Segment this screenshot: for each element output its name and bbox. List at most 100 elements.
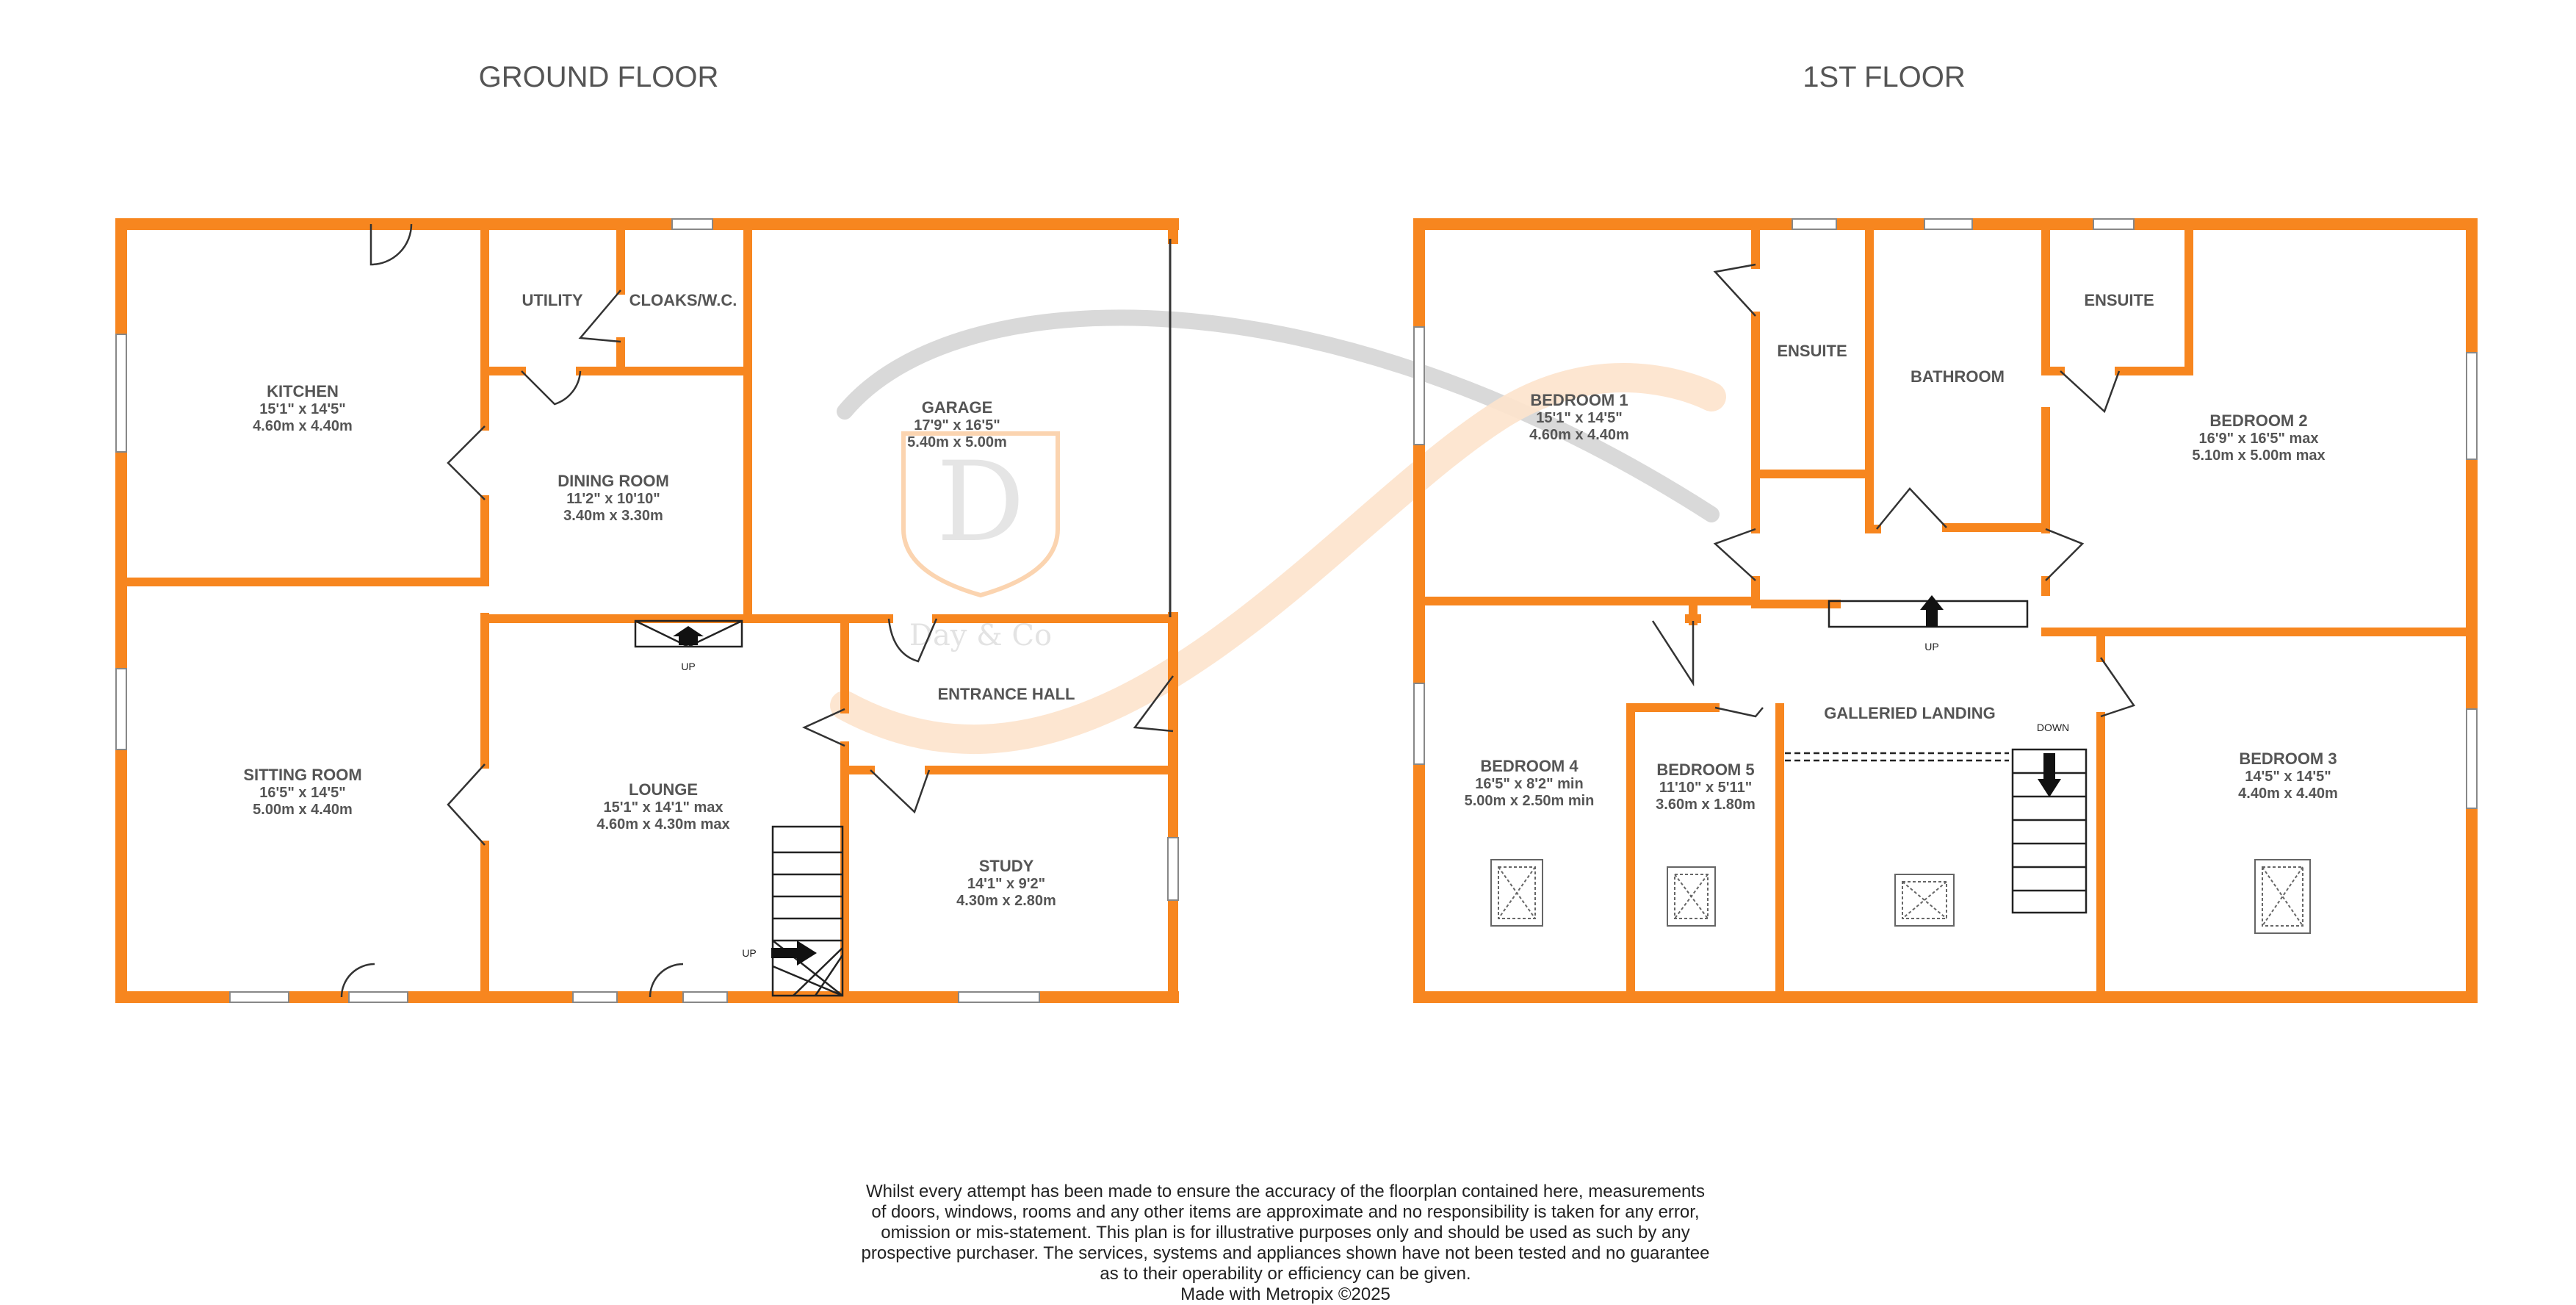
window [682, 991, 728, 1003]
stair-up-arrow-icon [673, 626, 704, 645]
first-floor-doors [1651, 263, 2135, 718]
room-name: BEDROOM 4 [1480, 757, 1579, 775]
room-name: ENTRANCE HALL [938, 685, 1075, 703]
window [1924, 218, 1973, 230]
room-size-metric: 5.10m x 5.00m max [2192, 447, 2325, 464]
disclaimer-line: Whilst every attempt has been made to en… [866, 1182, 1705, 1201]
window [1167, 837, 1179, 901]
room-size-imperial: 17'9" x 16'5" [914, 417, 1000, 434]
roof-light-icons [1490, 859, 2311, 934]
disclaimer: Whilst every attempt has been made to en… [845, 1182, 1726, 1305]
window [958, 991, 1040, 1003]
room-size-metric: 4.60m x 4.40m [1529, 427, 1629, 443]
disclaimer-line: prospective purchaser. The services, sys… [861, 1243, 1710, 1263]
room-name: UTILITY [522, 291, 582, 309]
window [229, 991, 289, 1003]
stair-label: UP [681, 661, 695, 672]
room-size-imperial: 15'1" x 14'5" [1536, 410, 1622, 426]
door-swing [521, 370, 582, 406]
door-swing [340, 963, 375, 998]
window [115, 668, 127, 750]
room-name: KITCHEN [267, 382, 339, 400]
door-swing [2060, 370, 2121, 414]
door-swing [369, 223, 413, 266]
room-name: SITTING ROOM [243, 766, 361, 784]
door-swing [447, 763, 486, 846]
room-size-metric: 4.30m x 2.80m [956, 893, 1056, 909]
window [1792, 218, 1837, 230]
ground-floor-title: GROUND FLOOR [479, 61, 719, 93]
skylight-icon [1490, 859, 1543, 927]
first-floor-labels: BEDROOM 1 15'1" x 14'5" 4.60m x 4.40m EN… [1465, 291, 2338, 813]
first-floor-windows [1413, 218, 2478, 809]
disclaimer-line: of doors, windows, rooms and any other i… [871, 1202, 1700, 1222]
door-swing [649, 963, 684, 998]
room-size-metric: 3.40m x 3.30m [563, 508, 663, 524]
ground-floor-doors [340, 223, 1175, 998]
window [2093, 218, 2135, 230]
window [572, 991, 618, 1003]
door-swing [870, 769, 931, 814]
watermark-grey-swoosh [837, 309, 1720, 522]
skylight-icon [1894, 874, 1955, 927]
disclaimer-line: as to their operability or efficiency ca… [1100, 1264, 1471, 1284]
room-size-metric: 4.60m x 4.40m [253, 418, 353, 434]
room-size-imperial: 15'1" x 14'5" [259, 401, 345, 417]
door-swing [1714, 706, 1764, 718]
stair-up-arrow-icon [771, 941, 817, 966]
door-swing [447, 425, 486, 500]
room-size-metric: 4.40m x 4.40m [2238, 785, 2338, 802]
room-size-imperial: 16'5" x 14'5" [259, 785, 345, 801]
watermark: D Day & Co [830, 309, 1726, 755]
door-swing [1713, 528, 1756, 581]
room-name: BEDROOM 3 [2239, 749, 2337, 768]
room-size-imperial: 11'10" x 5'11" [1659, 780, 1752, 796]
window [1413, 326, 1425, 445]
skylight-icon [1667, 866, 1716, 927]
room-size-imperial: 15'1" x 14'1" max [603, 799, 723, 816]
room-size-imperial: 14'1" x 9'2" [967, 876, 1045, 892]
stair-label: UP [742, 947, 756, 959]
room-name: STUDY [979, 857, 1034, 875]
room-name: ENSUITE [2084, 291, 2154, 309]
watermark-logo-letter: D [937, 439, 1025, 567]
skylight-icon [2254, 859, 2311, 934]
door-swing [1133, 675, 1175, 733]
window [671, 218, 713, 230]
disclaimer-line: omission or mis-statement. This plan is … [881, 1223, 1690, 1243]
watermark-brand-text: Day & Co [909, 619, 1052, 652]
room-size-metric: 4.60m x 4.30m max [596, 816, 729, 833]
room-name: GARAGE [922, 398, 993, 417]
first-floor-title: 1ST FLOOR [1803, 61, 1966, 93]
window [2466, 352, 2478, 460]
stair-label: DOWN [2037, 722, 2069, 733]
stair-up-arrow-icon [1920, 595, 1944, 627]
room-name: ENSUITE [1777, 342, 1847, 360]
ground-floor-walls [115, 218, 1179, 1003]
watermark-shield-icon [901, 431, 1060, 598]
window [115, 334, 127, 453]
room-name: BEDROOM 2 [2209, 411, 2307, 430]
door-swing [1651, 620, 1695, 687]
window [348, 991, 408, 1003]
door-swing [2045, 528, 2085, 581]
window [2466, 708, 2478, 809]
room-size-imperial: 14'5" x 14'5" [2245, 769, 2331, 785]
room-size-metric: 5.00m x 4.40m [253, 802, 353, 818]
room-name: BATHROOM [1911, 367, 2005, 386]
stair-label: UP [1924, 641, 1938, 652]
door-swing [1713, 263, 1756, 317]
watermark-orange-swoosh [830, 363, 1726, 755]
door-swing [2099, 657, 2135, 718]
room-name: DINING ROOM [558, 472, 669, 490]
room-name: BEDROOM 5 [1656, 761, 1754, 779]
window [1413, 683, 1425, 765]
door-swing [1876, 487, 1947, 530]
room-name: BEDROOM 1 [1530, 391, 1628, 409]
door-swing [887, 618, 938, 663]
room-name: GALLERIED LANDING [1824, 704, 1995, 722]
door-swing [578, 290, 621, 343]
ground-floor-labels: KITCHEN 15'1" x 14'5" 4.60m x 4.40m UTIL… [243, 291, 1075, 909]
stair-down-arrow-icon [2038, 753, 2061, 797]
